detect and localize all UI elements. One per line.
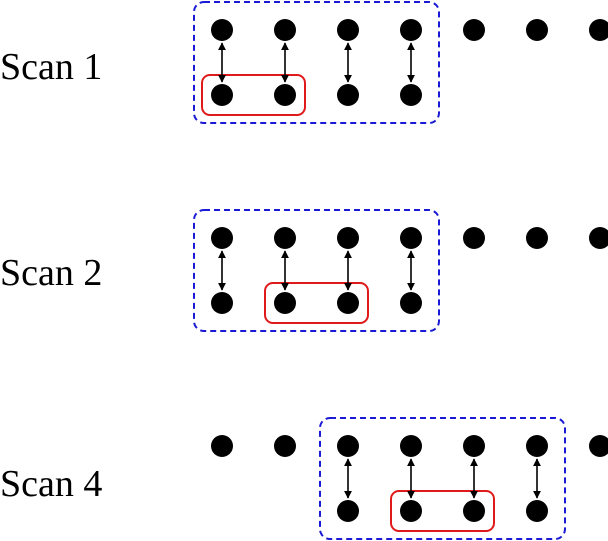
top-dot	[463, 435, 485, 457]
scan-label: Scan 4	[0, 463, 103, 505]
bottom-dot	[400, 84, 422, 106]
highlight-box	[201, 74, 306, 116]
bottom-dot	[211, 292, 233, 314]
bottom-dot	[211, 84, 233, 106]
top-dot	[526, 227, 548, 249]
scan-label: Scan 2	[0, 252, 103, 294]
top-dot	[274, 435, 296, 457]
top-dot	[337, 19, 359, 41]
top-dot	[400, 435, 422, 457]
top-dot	[589, 19, 608, 41]
window-box	[193, 1, 440, 124]
bottom-dot	[337, 292, 359, 314]
highlight-box	[390, 490, 495, 532]
bottom-dot	[400, 500, 422, 522]
top-dot	[211, 435, 233, 457]
scan-label: Scan 1	[0, 46, 103, 88]
bottom-dot	[337, 84, 359, 106]
highlight-box	[264, 282, 369, 324]
top-dot	[211, 227, 233, 249]
window-box	[319, 417, 566, 540]
bottom-dot	[400, 292, 422, 314]
top-dot	[526, 435, 548, 457]
bottom-dot	[526, 500, 548, 522]
top-dot	[589, 435, 608, 457]
top-dot	[463, 227, 485, 249]
top-dot	[337, 435, 359, 457]
top-dot	[274, 19, 296, 41]
window-box	[193, 209, 440, 332]
top-dot	[589, 227, 608, 249]
bottom-dot	[337, 500, 359, 522]
bottom-dot	[274, 292, 296, 314]
top-dot	[400, 19, 422, 41]
top-dot	[526, 19, 548, 41]
top-dot	[274, 227, 296, 249]
top-dot	[337, 227, 359, 249]
bottom-dot	[463, 500, 485, 522]
top-dot	[400, 227, 422, 249]
top-dot	[463, 19, 485, 41]
bottom-dot	[274, 84, 296, 106]
top-dot	[211, 19, 233, 41]
